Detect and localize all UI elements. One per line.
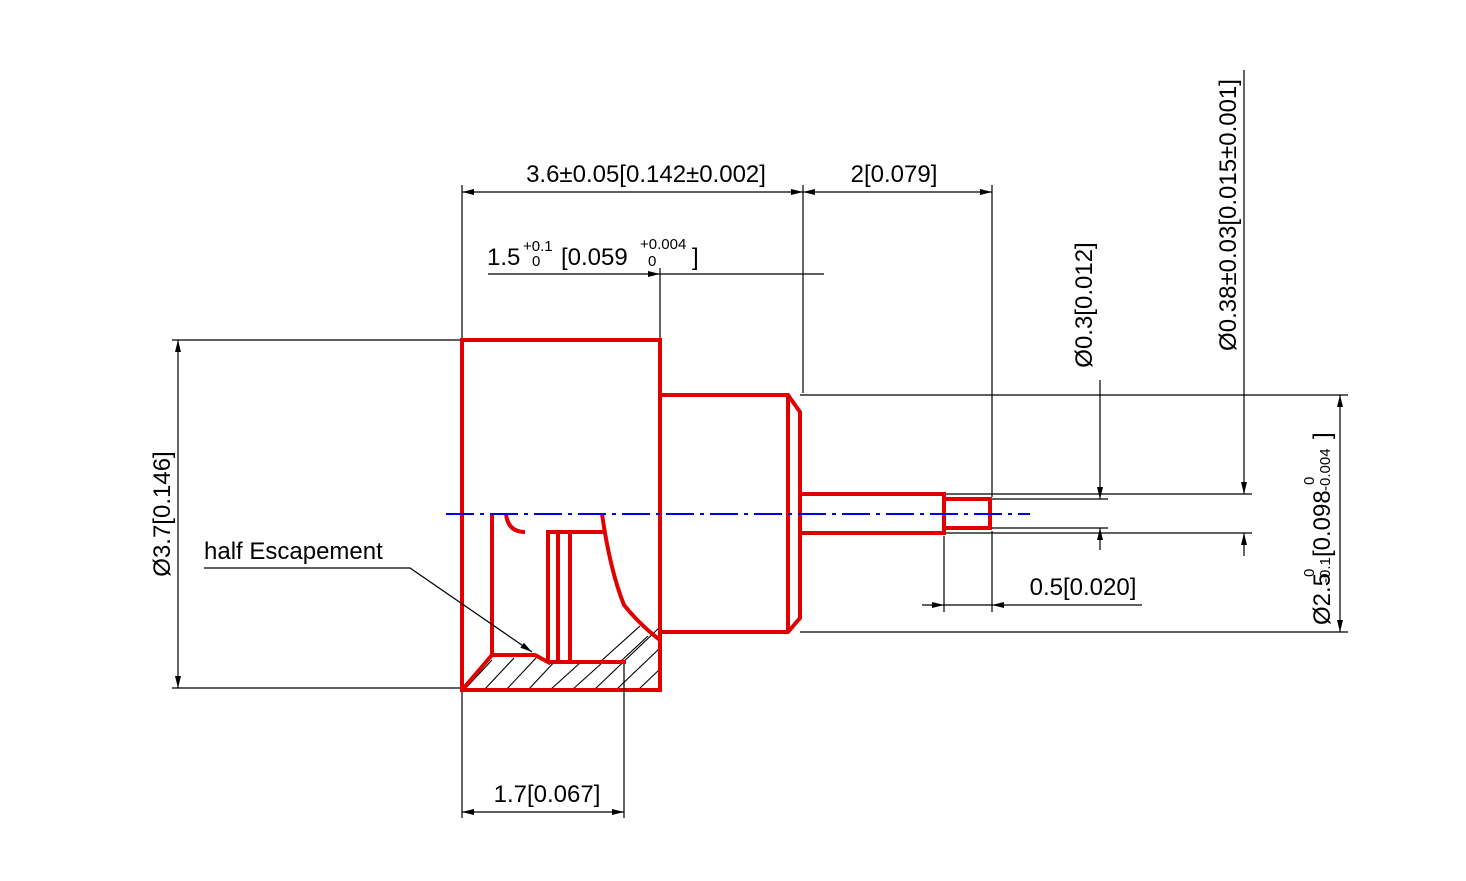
body-diameter-label: Ø3.7[0.146] <box>149 451 176 576</box>
extension-lines <box>172 185 1348 818</box>
svg-text:]: ] <box>692 244 699 271</box>
section-hatching <box>463 625 661 691</box>
escapement-depth-label: 1.7[0.067] <box>494 781 601 808</box>
svg-text:1.5: 1.5 <box>487 244 520 271</box>
svg-text:0: 0 <box>1301 569 1318 577</box>
pinion-length-label: 2[0.079] <box>851 161 938 188</box>
dimension-lines <box>175 70 1343 815</box>
pivot-length-label: 0.5[0.020] <box>1030 574 1137 601</box>
escapement-recess <box>490 514 604 666</box>
svg-text:0: 0 <box>648 253 656 270</box>
svg-text:Ø2.5: Ø2.5 <box>1309 573 1336 625</box>
recess-depth-label: 1.5 +0.1 0 [0.059 +0.004 0 ] <box>487 236 699 271</box>
half-escapement-note: half Escapement <box>204 538 383 565</box>
hub-diameter-label: Ø2.5 0 -0.1 [0.098 0 -0.004 ] <box>1301 432 1336 625</box>
svg-text:0: 0 <box>532 253 540 270</box>
overall-length-label: 3.6±0.05[0.142±0.002] <box>526 161 766 188</box>
pivot-diameter-label: Ø0.3[0.012] <box>1071 242 1098 367</box>
svg-text:]: ] <box>1309 432 1336 439</box>
shaft-diameter-label: Ø0.38±0.03[0.015±0.001] <box>1215 79 1242 351</box>
svg-text:[0.098: [0.098 <box>1309 490 1336 557</box>
svg-text:0: 0 <box>1301 477 1318 485</box>
svg-text:[0.059: [0.059 <box>561 244 628 271</box>
svg-text:-0.1: -0.1 <box>1317 557 1334 583</box>
leader-line <box>204 567 533 653</box>
svg-text:+0.004: +0.004 <box>640 236 686 253</box>
svg-text:-0.004: -0.004 <box>1317 448 1334 491</box>
dimension-texts: 3.6±0.05[0.142±0.002] 2[0.079] 1.5 +0.1 … <box>149 79 1336 808</box>
svg-text:+0.1: +0.1 <box>523 238 553 255</box>
